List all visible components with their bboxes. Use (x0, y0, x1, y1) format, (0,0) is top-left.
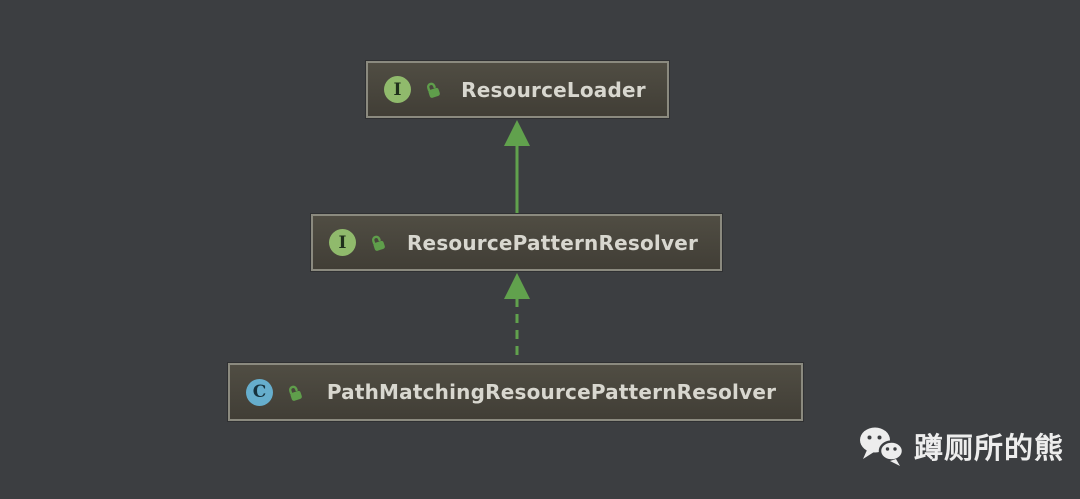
uml-node-resourcepatternresolver[interactable]: I ResourcePatternResolver (311, 214, 722, 271)
wechat-icon (858, 424, 906, 468)
implements-arrow (504, 273, 530, 362)
uml-node-pathmatchingresourcepatternresolver[interactable]: C PathMatchingResourcePatternResolver (228, 363, 803, 421)
watermark: 蹲厕所的熊 (858, 424, 1064, 468)
node-label: PathMatchingResourcePatternResolver (326, 380, 777, 404)
interface-icon: I (329, 229, 356, 256)
watermark-text: 蹲厕所的熊 (914, 431, 1065, 465)
extends-arrow (504, 120, 530, 213)
interface-icon: I (384, 76, 411, 103)
public-lock-icon (285, 382, 306, 403)
public-lock-icon (368, 232, 389, 253)
node-label: ResourcePatternResolver (406, 230, 699, 255)
uml-node-resourceloader[interactable]: I ResourceLoader (366, 61, 669, 118)
public-lock-icon (423, 79, 444, 100)
class-icon: C (246, 378, 273, 406)
node-label: ResourceLoader (461, 77, 646, 102)
